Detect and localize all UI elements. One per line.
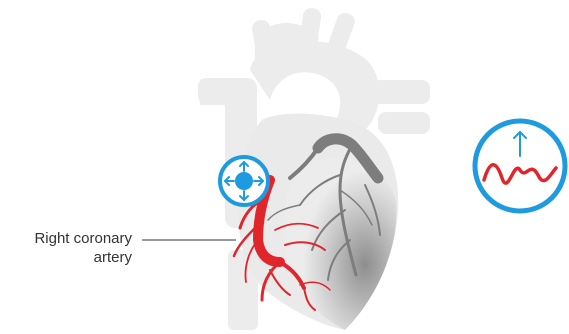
expand-arrows-icon (220, 157, 268, 205)
wave-up-arrow-icon (475, 121, 565, 211)
right-coronary-artery-label: Right coronary artery (0, 229, 132, 267)
label-line-1: Right coronary (0, 229, 132, 248)
label-line-2: artery (0, 248, 132, 267)
